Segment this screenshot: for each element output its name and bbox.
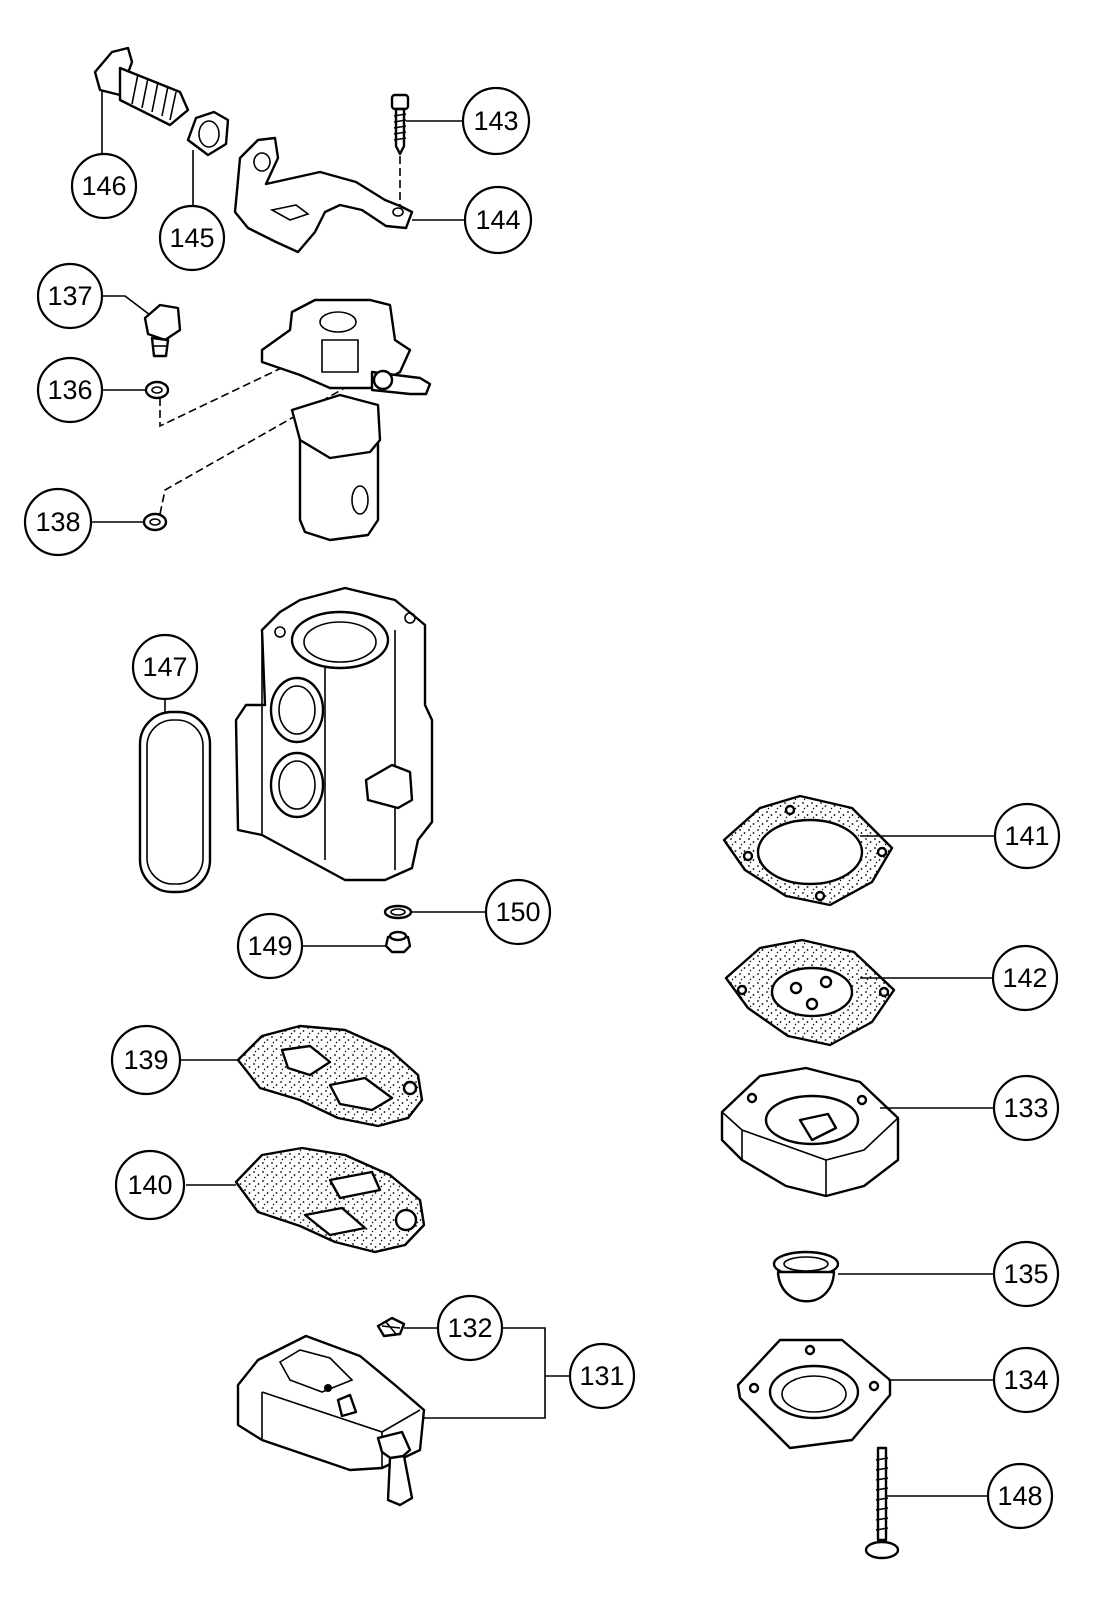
callout-135: 135 bbox=[992, 1240, 1060, 1308]
callout-label: 140 bbox=[127, 1170, 172, 1200]
callout-145: 145 bbox=[158, 204, 226, 272]
part-150-washer bbox=[383, 904, 413, 920]
callout-label: 141 bbox=[1004, 821, 1049, 851]
callout-label: 149 bbox=[247, 931, 292, 961]
part-141-gasket bbox=[722, 794, 894, 907]
part-145-nut bbox=[186, 110, 230, 157]
part-142-diaphragm bbox=[724, 938, 896, 1047]
callout-label: 147 bbox=[142, 652, 187, 682]
callout-label: 146 bbox=[81, 171, 126, 201]
callout-label: 132 bbox=[447, 1313, 492, 1343]
part-144-bracket bbox=[233, 136, 414, 254]
callout-150: 150 bbox=[484, 878, 552, 946]
callout-label: 133 bbox=[1003, 1093, 1048, 1123]
part-140-gasket bbox=[234, 1146, 426, 1254]
part-137-plug bbox=[143, 303, 182, 358]
part-133-pump-cover bbox=[720, 1066, 900, 1198]
callout-label: 143 bbox=[473, 106, 518, 136]
part-138-washer bbox=[142, 384, 351, 532]
part-132-screen bbox=[376, 1316, 406, 1338]
callout-label: 150 bbox=[495, 897, 540, 927]
callout-label: 135 bbox=[1003, 1259, 1048, 1289]
callout-149: 149 bbox=[236, 912, 304, 980]
callout-label: 138 bbox=[35, 507, 80, 537]
leader-lines bbox=[92, 90, 995, 1497]
callout-140: 140 bbox=[114, 1149, 186, 1221]
part-carburetor-body bbox=[234, 586, 434, 882]
part-139-gasket bbox=[236, 1024, 424, 1128]
part-135-primer-bulb bbox=[772, 1250, 840, 1303]
callout-label: 137 bbox=[47, 281, 92, 311]
callout-label: 139 bbox=[123, 1045, 168, 1075]
part-149-plug bbox=[384, 930, 412, 954]
part-146-fitting bbox=[93, 46, 190, 127]
leader-137 bbox=[100, 295, 151, 316]
callout-134: 134 bbox=[992, 1346, 1060, 1414]
part-148-screw bbox=[864, 1446, 900, 1560]
callout-label: 148 bbox=[997, 1481, 1042, 1511]
callout-148: 148 bbox=[986, 1462, 1054, 1530]
callout-label: 142 bbox=[1002, 963, 1047, 993]
part-134-cover-plate bbox=[736, 1338, 892, 1450]
part-131-pump-body bbox=[236, 1334, 426, 1507]
callout-label: 134 bbox=[1003, 1365, 1048, 1395]
callout-138: 138 bbox=[23, 487, 93, 557]
callout-137: 137 bbox=[36, 262, 104, 330]
part-147-o-ring bbox=[138, 710, 212, 894]
callout-label: 144 bbox=[475, 205, 520, 235]
callout-131: 131 bbox=[568, 1342, 636, 1410]
callout-label: 145 bbox=[169, 223, 214, 253]
callout-146: 146 bbox=[70, 152, 138, 220]
callout-139: 139 bbox=[110, 1024, 182, 1096]
callout-132: 132 bbox=[436, 1294, 504, 1362]
leader-131 bbox=[424, 1327, 570, 1419]
callout-136: 136 bbox=[36, 356, 104, 424]
part-143-screw bbox=[390, 93, 410, 205]
callout-142: 142 bbox=[991, 944, 1059, 1012]
callout-143: 143 bbox=[461, 86, 531, 156]
callout-144: 144 bbox=[463, 185, 533, 255]
callout-label: 131 bbox=[579, 1361, 624, 1391]
callout-147: 147 bbox=[131, 633, 199, 701]
callout-label: 136 bbox=[47, 375, 92, 405]
callout-133: 133 bbox=[992, 1074, 1060, 1142]
part-throttle-body bbox=[260, 298, 432, 542]
callout-141: 141 bbox=[993, 802, 1061, 870]
